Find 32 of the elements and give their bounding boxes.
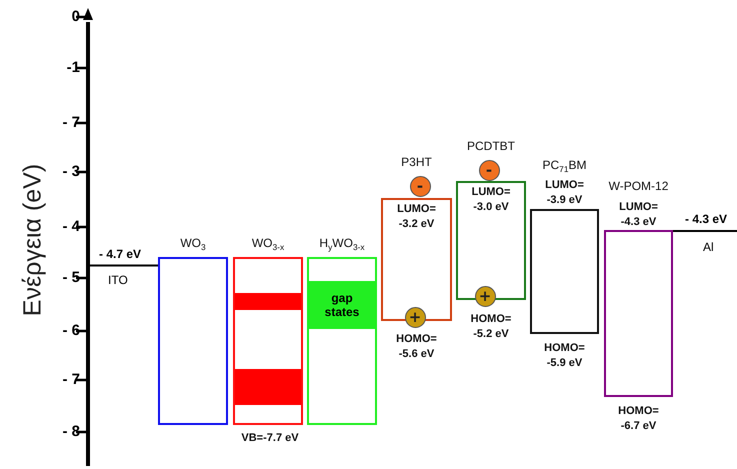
energy-value: - 4.7 eV (99, 247, 142, 261)
band-label: gap states (324, 290, 360, 320)
tick-label: - 7 (62, 115, 80, 130)
energy-value: HOMO= -5.9 eV (543, 341, 586, 372)
tick-label: -1 (66, 60, 80, 75)
charge-circle: + (474, 286, 496, 306)
energy-value: HOMO= -5.2 eV (470, 312, 512, 342)
material-label: W-POM-12 (608, 178, 670, 195)
tick-label: - 7 (62, 372, 80, 387)
charge-circle: + (404, 306, 426, 328)
energy-value: - 4.3 eV (685, 212, 728, 226)
material-label: WO$_{3-x}$ (250, 235, 286, 252)
charge-circle: - (478, 160, 500, 180)
energy-band (235, 293, 301, 310)
energy-value: HOMO= -5.6 eV (395, 332, 438, 362)
gap-states-band (309, 281, 375, 329)
energy-value: HOMO= -6.7 eV (617, 404, 660, 434)
axis-title: Ενέργεια (eV) (18, 164, 48, 316)
energy-value: LUMO= -3.2 eV (396, 202, 437, 232)
energy-band (235, 369, 301, 405)
electrode-label: ITO (108, 273, 128, 287)
energy-value: VB=-7.7 eV (240, 431, 300, 446)
material-label: PCDTBT (466, 138, 516, 155)
electrode-label: Al (703, 240, 714, 254)
material-label: H$_{y}$WO$_{3-x}$ (318, 235, 366, 252)
energy-value: LUMO= -4.3 eV (618, 200, 659, 230)
energy-value: LUMO= -3.9 eV (544, 178, 585, 208)
charge-circle: - (410, 176, 430, 196)
energy-value: LUMO= -3.0 eV (470, 185, 512, 216)
material-label: P3HT (400, 154, 433, 171)
material-label: WO$_{3}$ (179, 235, 207, 252)
material-label: PC$_{71}$BM (542, 157, 588, 174)
